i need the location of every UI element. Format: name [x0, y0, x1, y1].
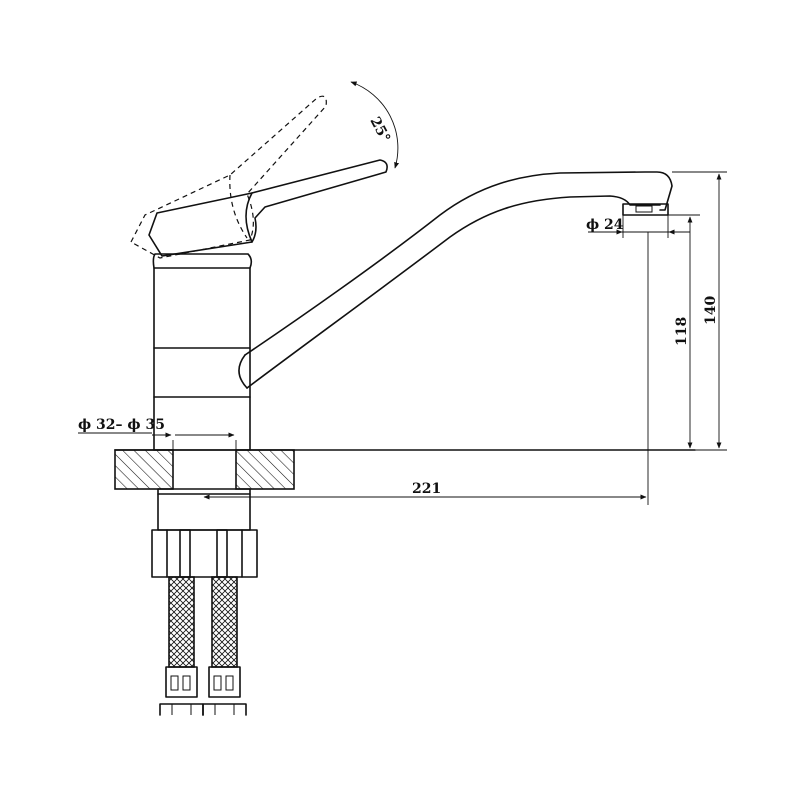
- aerator-diameter-label: ϕ 24: [586, 217, 624, 233]
- mounting-hole-label: ϕ 32– ϕ 35: [78, 417, 165, 433]
- hose-right: [202, 576, 247, 716]
- countertop: [114, 449, 696, 490]
- mounting-nut: [151, 529, 258, 578]
- countertop-left-section: [114, 449, 174, 490]
- lever-handle-raised: [130, 95, 327, 259]
- dimension-aerator-diameter: ϕ 24: [586, 215, 690, 238]
- dimension-lever-angle: 25°: [350, 81, 400, 169]
- aerator: [622, 203, 669, 216]
- lever-handle: [148, 159, 388, 257]
- dimension-overall-height: 140: [672, 171, 727, 451]
- hose-left: [159, 576, 204, 716]
- dimension-outlet-height: 118: [668, 214, 700, 449]
- spout-reach-label: 221: [412, 481, 441, 497]
- dimension-spout-reach: 221: [203, 232, 649, 505]
- spout: [238, 171, 673, 389]
- lever-angle-label: 25°: [366, 114, 393, 145]
- dimension-mounting-hole: ϕ 32– ϕ 35: [78, 417, 237, 450]
- mounting-shank: [151, 488, 258, 578]
- countertop-right-section: [235, 449, 295, 490]
- outlet-height-label: 118: [674, 317, 690, 346]
- overall-height-label: 140: [703, 296, 719, 325]
- faucet-body: [152, 253, 253, 451]
